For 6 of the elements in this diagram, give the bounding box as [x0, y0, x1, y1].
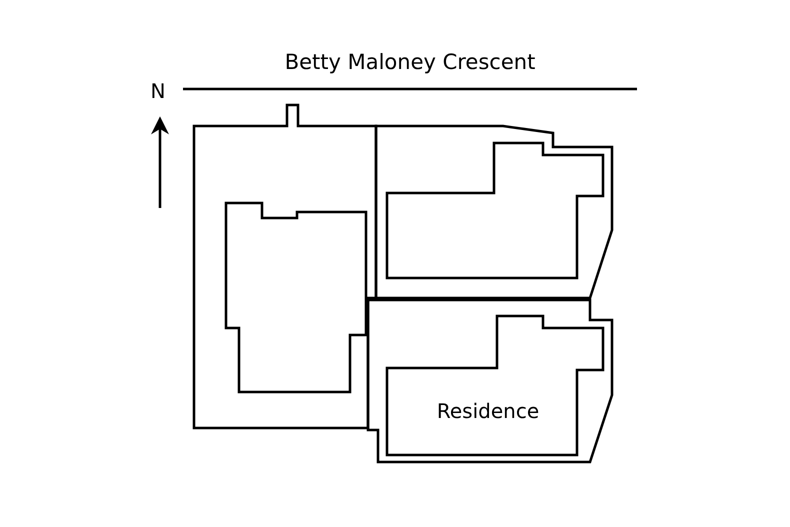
- north-label: N: [150, 79, 166, 103]
- building-label: Residence: [436, 399, 540, 423]
- building-outline: [387, 316, 603, 455]
- building-outline: [226, 203, 366, 392]
- building-outline: [387, 143, 603, 278]
- street-name: Betty Maloney Crescent: [284, 50, 536, 74]
